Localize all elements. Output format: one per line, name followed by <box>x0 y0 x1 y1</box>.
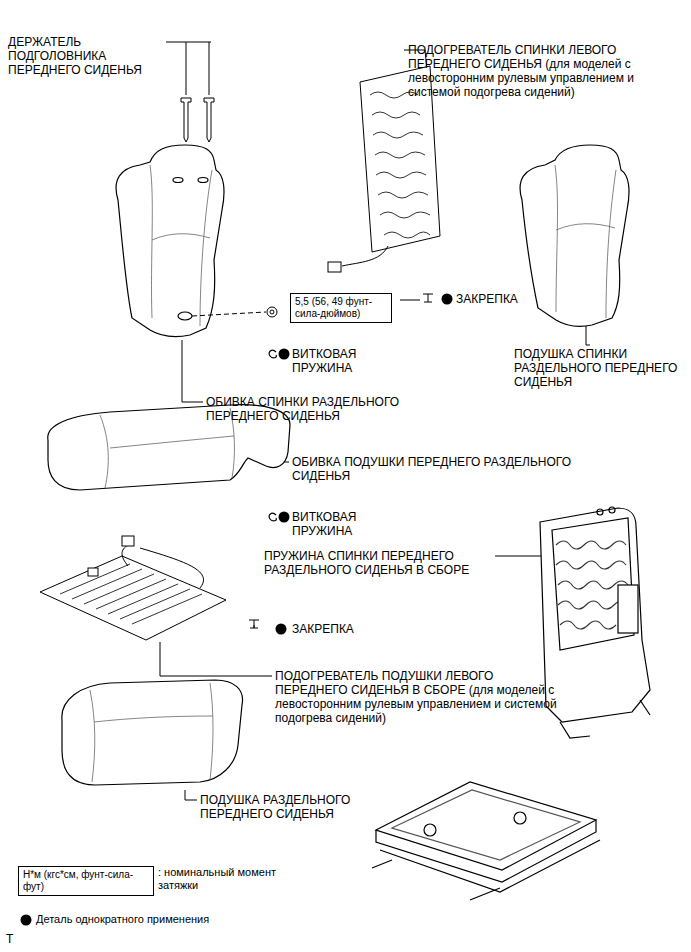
seat-back-pad <box>520 145 629 326</box>
seat-back-pad <box>555 165 616 318</box>
part-name: ОБИВКА СПИНКИ РАЗДЕЛЬНОГО ПЕРЕДНЕГО СИДЕ… <box>206 395 446 423</box>
headrest-support <box>204 98 214 142</box>
clip <box>423 294 433 302</box>
seat-back-cover <box>178 312 192 320</box>
coil-spring <box>269 513 276 520</box>
part-name: ПРУЖИНА СПИНКИ ПЕРЕДНЕГО РАЗДЕЛЬНОГО СИД… <box>264 549 514 577</box>
leader-line <box>166 42 211 95</box>
part-name: ВИТКОВАЯ ПРУЖИНА <box>292 347 402 375</box>
seat-track <box>424 824 436 836</box>
torque-dashed-line <box>192 312 266 316</box>
single-use-dot <box>21 915 32 926</box>
part-name: ДЕРЖАТЕЛЬ ПОДГОЛОВНИКА ПЕРЕДНЕГО СИДЕНЬЯ <box>8 35 168 77</box>
headrest-support <box>188 110 189 134</box>
seat-track <box>514 812 526 824</box>
seat-track <box>392 790 580 860</box>
node-text: 5,5 (56, 49 фунт-сила-дюймов) <box>295 296 387 320</box>
headrest-support <box>181 98 191 142</box>
legend-text: Деталь однократного применения <box>36 913 209 925</box>
back-heater <box>342 246 388 266</box>
cushion-heater <box>122 536 134 546</box>
legend-entry: : номинальный момент затяжки <box>158 866 288 892</box>
single-use-dot <box>279 349 290 360</box>
part-name: ПОДУШКА СПИНКИ РАЗДЕЛЬНОГО ПЕРЕДНЕГО СИД… <box>514 347 679 389</box>
seat-back-frame <box>609 507 615 513</box>
part-name: ПОДУШКА РАЗДЕЛЬНОГО ПЕРЕДНЕГО СИДЕНЬЯ <box>200 793 365 821</box>
seat-track <box>376 820 596 882</box>
seat-track <box>372 782 600 900</box>
seat-back-cover <box>116 145 224 336</box>
part-name: ВИТКОВАЯ ПРУЖИНА <box>292 510 402 538</box>
seat-back-frame <box>540 508 650 722</box>
cushion-pad <box>90 683 213 782</box>
legend-key-box: Н*м (кгс*см, фунт-сила-фут) <box>18 866 154 896</box>
single-use-dot <box>276 624 287 635</box>
node-text: Н*м (кгс*см, фунт-сила-фут) <box>23 869 149 893</box>
leader-line <box>400 300 420 301</box>
part-name: ПОДОГРЕВАТЕЛЬ СПИНКИ ЛЕВОГО ПЕРЕДНЕГО СИ… <box>408 43 683 99</box>
cushion-pad <box>62 680 243 785</box>
clip <box>249 620 259 628</box>
cushion-heater <box>122 545 204 588</box>
seat-back-frame <box>556 541 628 629</box>
single-use-dot <box>279 512 290 523</box>
nut <box>267 307 277 317</box>
part-name: ПОДОГРЕВАТЕЛЬ ПОДУШКИ ЛЕВОГО ПЕРЕДНЕГО С… <box>275 669 560 725</box>
headrest-support <box>211 110 212 134</box>
legend-entry: Деталь однократного применения <box>36 913 296 926</box>
seat-track <box>372 840 600 900</box>
nut <box>270 310 274 314</box>
leader-line <box>160 642 272 676</box>
seat-back-cover <box>198 178 208 183</box>
nut <box>267 307 277 317</box>
single-use-dot <box>442 294 453 305</box>
coil-spring <box>269 350 276 357</box>
figure-code: T <box>6 932 26 946</box>
seat-back-frame <box>560 700 650 738</box>
part-name: ЗАКРЕПКА <box>292 622 412 636</box>
seat-back-frame <box>597 509 603 515</box>
torque-dashed-line <box>192 312 266 316</box>
part-name: ОБИВКА ПОДУШКИ ПЕРЕДНЕГО РАЗДЕЛЬНОГО СИД… <box>292 455 622 483</box>
torque-box: 5,5 (56, 49 фунт-сила-дюймов) <box>290 293 392 323</box>
cushion-heater <box>88 568 98 576</box>
leader-line <box>182 340 203 402</box>
legend-text: : номинальный момент затяжки <box>158 866 276 891</box>
back-heater <box>370 92 430 238</box>
leader-line <box>185 790 197 800</box>
seat-back-frame <box>618 585 638 633</box>
cushion-heater <box>40 556 226 640</box>
seat-back-cover <box>173 178 183 183</box>
part-name: ЗАКРЕПКА <box>456 292 576 306</box>
headrest-support <box>181 98 214 142</box>
cushion-pad <box>62 680 243 785</box>
leader-line <box>495 556 545 557</box>
seat-track <box>376 782 596 870</box>
back-heater <box>328 262 341 272</box>
seat-back-pad <box>520 145 629 326</box>
cushion-heater <box>60 564 202 624</box>
cushion-heater <box>40 536 226 640</box>
seat-back-cover <box>150 165 212 326</box>
seat-back-cover <box>116 145 224 336</box>
